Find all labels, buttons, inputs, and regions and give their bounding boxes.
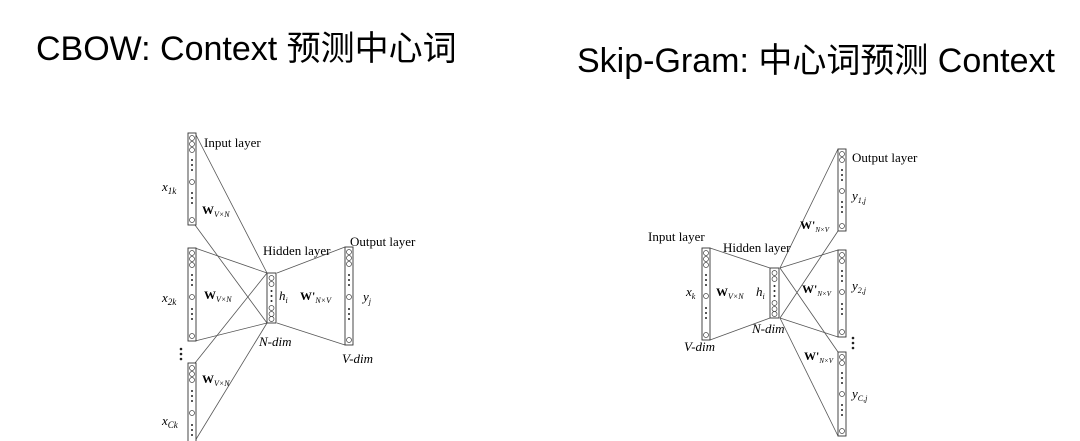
skip-v-dim-label: V-dim xyxy=(684,339,715,354)
cbow-y-label: yj xyxy=(361,289,372,306)
cbow-x1-label: x1k xyxy=(161,179,177,196)
cbow-edge xyxy=(276,246,346,274)
skip-input-layer-label: Input layer xyxy=(648,229,705,244)
cbow-input-nodes-1 xyxy=(189,135,195,223)
cbow-v-dim-label: V-dim xyxy=(342,351,373,366)
cbow-block-ellipsis xyxy=(179,347,183,361)
skip-output-nodes-c xyxy=(839,354,845,434)
skip-yc-label: yC,j xyxy=(850,386,868,403)
skipgram-diagram: Input layer Hidden layer Output layer xk… xyxy=(648,148,918,437)
cbow-input-layer-label: Input layer xyxy=(204,135,261,150)
cbow-title: CBOW: Context 预测中心词 xyxy=(36,30,457,68)
cbow-xc-label: xCk xyxy=(161,413,179,430)
skip-edge xyxy=(779,148,839,269)
cbow-edge xyxy=(194,247,268,274)
cbow-n-dim-label: N-dim xyxy=(258,334,292,349)
skip-w-out-label-1: W'N×V xyxy=(800,218,830,234)
skip-h-label: hi xyxy=(756,284,765,301)
cbow-output-nodes xyxy=(346,249,352,343)
cbow-edge xyxy=(194,272,268,364)
cbow-w-in-label-c: WV×N xyxy=(202,372,230,388)
cbow-hidden-layer xyxy=(266,272,277,324)
cbow-input-block-1 xyxy=(187,132,197,226)
cbow-input-nodes-2 xyxy=(189,250,195,339)
cbow-edge xyxy=(194,224,268,324)
skip-hidden-layer xyxy=(769,267,780,319)
cbow-w-out-label: W'N×V xyxy=(300,289,332,305)
skip-x-label: xk xyxy=(685,284,696,301)
skipgram-title: Skip-Gram: 中心词预测 Context xyxy=(577,42,1055,80)
skip-w-in-label: WV×N xyxy=(716,285,744,301)
skip-y2-label: y2,j xyxy=(850,278,867,295)
skip-edge xyxy=(709,247,771,269)
skip-edge xyxy=(709,317,771,341)
cbow-edge xyxy=(276,322,346,346)
cbow-output-layer-label: Output layer xyxy=(350,234,416,249)
skip-hidden-layer-label: Hidden layer xyxy=(723,240,791,255)
cbow-hidden-nodes xyxy=(268,275,275,322)
cbow-input-nodes-c xyxy=(189,365,195,436)
skip-block-ellipsis xyxy=(851,336,855,350)
skip-edge xyxy=(779,230,839,319)
cbow-edge xyxy=(194,132,268,274)
skip-n-dim-label: N-dim xyxy=(751,321,785,336)
cbow-w-in-label-2: WV×N xyxy=(204,288,232,304)
skip-edge xyxy=(779,317,839,437)
cbow-diagram: Input layer Hidden layer Output layer x1… xyxy=(161,132,416,441)
skip-edge xyxy=(779,267,839,353)
skip-output-nodes-1 xyxy=(839,151,845,229)
cbow-x2-label: x2k xyxy=(161,290,177,307)
cbow-edge xyxy=(194,322,268,441)
cbow-hidden-layer-label: Hidden layer xyxy=(263,243,331,258)
cbow-edge xyxy=(194,322,268,342)
skip-w-out-label-2: W'N×V xyxy=(802,282,832,298)
cbow-h-label: hi xyxy=(279,288,288,305)
skip-edge xyxy=(779,317,839,338)
skip-input-nodes xyxy=(703,250,709,338)
skip-hidden-nodes xyxy=(771,270,778,317)
skip-y1-label: y1,j xyxy=(850,188,867,205)
skip-output-layer-label: Output layer xyxy=(852,150,918,165)
skip-output-nodes-2 xyxy=(839,252,845,335)
skip-edge xyxy=(779,249,839,269)
cbow-w-in-label-1: WV×N xyxy=(202,203,230,219)
skip-w-out-label-c: W'N×V xyxy=(804,349,834,365)
